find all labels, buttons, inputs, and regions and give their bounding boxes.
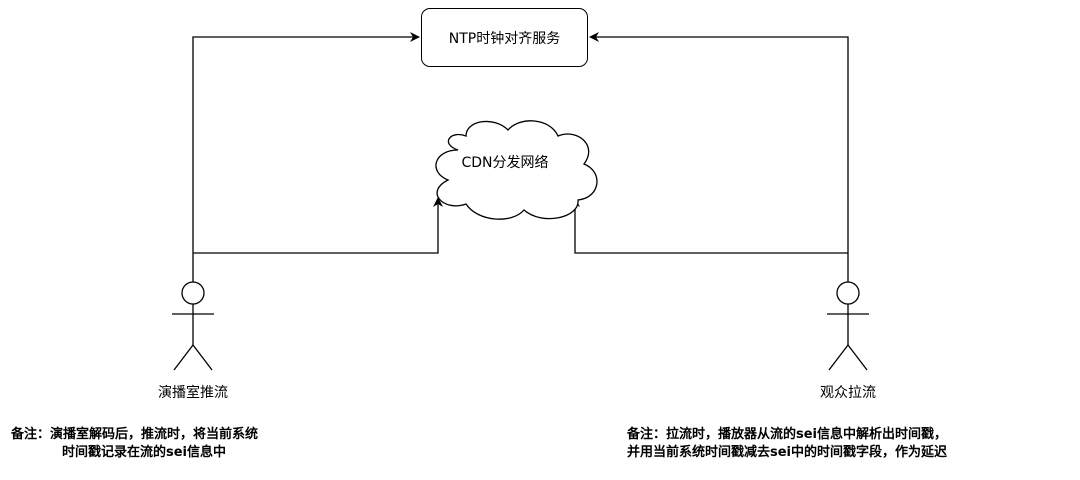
note-right-line1: 备注：拉流时，播放器从流的sei信息中解析出时间戳， [627,427,948,442]
cdn-cloud-shape [435,120,598,220]
viewer-actor-icon [827,281,869,371]
note-right: 备注：拉流时，播放器从流的sei信息中解析出时间戳， 并用当前系统时间戳减去se… [627,426,947,462]
note-left-line1: 备注：演播室解码后，推流时，将当前系统 [11,427,259,442]
ntp-service-label: NTP时钟对齐服务 [448,30,561,47]
viewer-label: 观众拉流 [820,385,876,401]
ntp-service-box: NTP时钟对齐服务 [421,8,588,67]
streamer-actor-icon [172,281,214,371]
cdn-label: CDN分发网络 [461,155,549,171]
connector-streamer-to-ntp [192,32,420,282]
note-left-line2: 时间戳记录在流的sei信息中 [62,445,227,460]
connector-streamer-to-cdn [193,197,443,254]
note-left: 备注：演播室解码后，推流时，将当前系统 时间戳记录在流的sei信息中 [11,426,258,462]
streamer-label: 演播室推流 [158,385,228,401]
connector-viewer-to-cdn [570,197,848,254]
connector-viewer-to-ntp [589,32,849,282]
note-right-line2: 并用当前系统时间戳减去sei中的时间戳字段，作为延迟 [627,445,948,460]
